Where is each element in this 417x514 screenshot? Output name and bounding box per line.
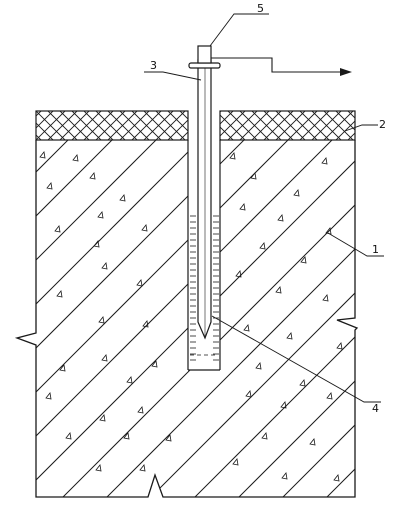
label-3: 3	[150, 59, 157, 72]
aggregate-mark	[293, 189, 300, 197]
aggregate-mark	[141, 224, 148, 232]
aggregate-mark	[54, 225, 61, 233]
aggregate-mark	[46, 182, 53, 190]
surface-layer	[35, 110, 356, 141]
aggregate-mark	[137, 406, 144, 414]
outlet-arrow	[211, 57, 352, 76]
aggregate-mark	[101, 262, 108, 270]
aggregate-mark	[309, 438, 316, 446]
aggregate-mark	[59, 364, 66, 372]
aggregate-mark	[139, 464, 146, 472]
aggregate-mark	[151, 360, 158, 368]
aggregate-mark	[322, 294, 329, 302]
aggregate-mark	[275, 286, 282, 294]
label-2: 2	[379, 118, 386, 131]
hatch-line	[303, 140, 357, 497]
hatch-line	[17, 140, 357, 497]
aggregate-mark	[250, 172, 257, 180]
aggregate-mark	[336, 342, 343, 350]
hatch-line	[392, 0, 417, 514]
aggregate-mark	[245, 390, 252, 398]
aggregate-mark	[243, 324, 250, 332]
aggregate-mark	[99, 414, 106, 422]
aggregate-mark	[142, 320, 149, 328]
hatch-line	[347, 140, 357, 497]
hatch-line	[215, 140, 357, 497]
hatch-line	[17, 140, 357, 497]
hatch-line	[127, 140, 357, 497]
aggregate-mark	[261, 432, 268, 440]
aggregate-mark	[277, 214, 284, 222]
hatch-line	[259, 140, 357, 497]
aggregate-mark	[326, 392, 333, 400]
aggregate-mark	[333, 474, 340, 482]
aggregate-mark	[321, 157, 328, 165]
hatch-line	[17, 140, 141, 497]
aggregate-mark	[286, 332, 293, 340]
aggregate-mark	[280, 401, 287, 409]
aggregate-mark	[93, 240, 100, 248]
aggregate-mark	[136, 279, 143, 287]
hatch-line	[39, 140, 357, 497]
aggregate-mark	[281, 472, 288, 480]
aggregate-mark	[39, 151, 46, 159]
aggregate-mark	[98, 316, 105, 324]
aggregate-mark	[300, 256, 307, 264]
aggregate-mark	[255, 362, 262, 370]
hatch-line	[17, 140, 317, 497]
label-5: 5	[257, 2, 264, 15]
label-4: 4	[372, 402, 379, 415]
label-1: 1	[372, 243, 379, 256]
aggregate-mark	[72, 154, 79, 162]
hatch-line	[171, 140, 357, 497]
leader-lines	[144, 13, 384, 403]
aggregate-mark	[45, 392, 52, 400]
aggregate-mark	[299, 379, 306, 387]
aggregate-mark	[65, 432, 72, 440]
aggregate-mark	[89, 172, 96, 180]
insertion-pipe	[188, 45, 221, 340]
hatch-line	[83, 140, 357, 497]
aggregate-mark	[229, 152, 236, 160]
aggregate-mark	[123, 432, 130, 440]
aggregate-mark	[95, 464, 102, 472]
aggregate-mark	[97, 211, 104, 219]
aggregate-mark	[235, 270, 242, 278]
aggregate-mark	[119, 194, 126, 202]
aggregate-mark	[126, 376, 133, 384]
hatch-line	[17, 140, 185, 497]
aggregate-mark	[239, 203, 246, 211]
aggregate-mark	[101, 354, 108, 362]
hatch-line	[17, 140, 229, 497]
borehole	[187, 140, 221, 371]
aggregate-mark	[165, 434, 172, 442]
hatch-line	[17, 140, 273, 497]
aggregate-mark	[259, 242, 266, 250]
aggregate-mark	[232, 458, 239, 466]
aggregate-mark	[56, 290, 63, 298]
